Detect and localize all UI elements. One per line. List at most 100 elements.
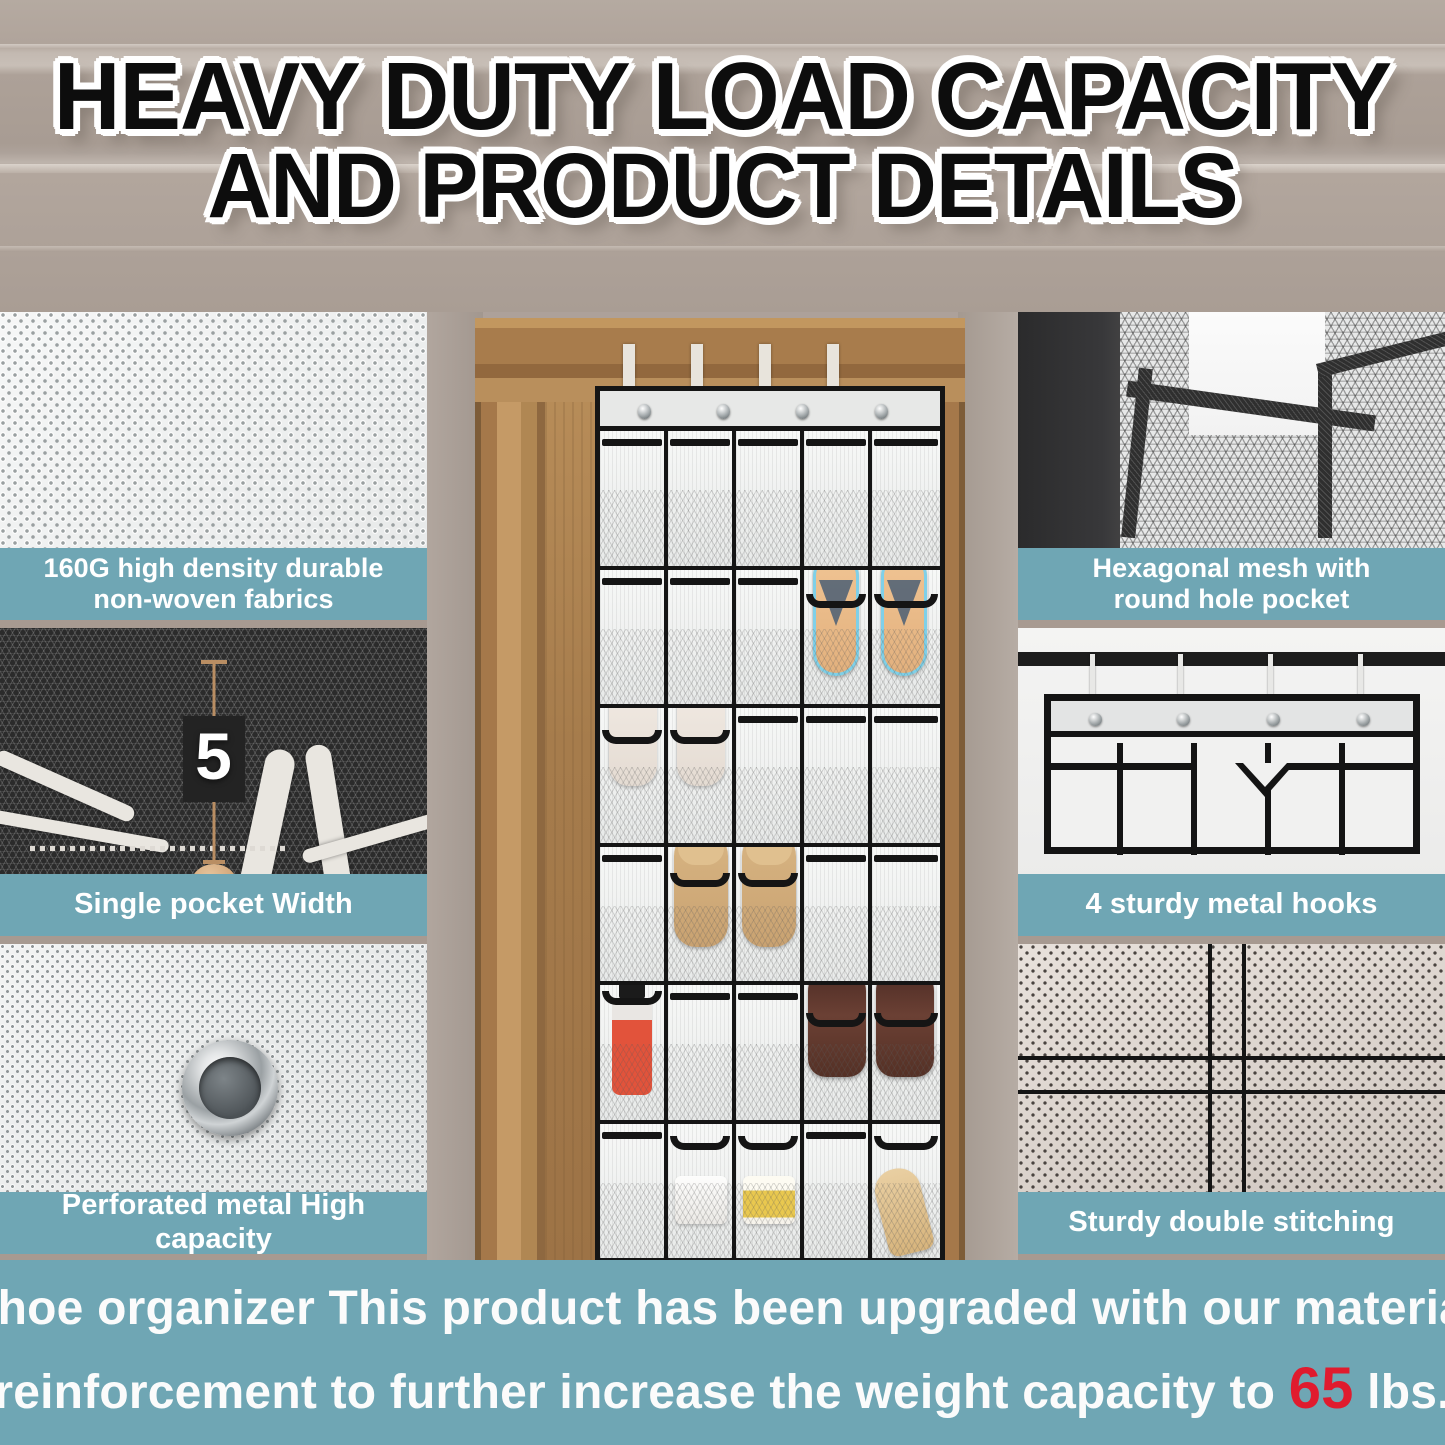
- pocket-cell: [872, 846, 940, 985]
- caption-hooks-text: 4 sturdy metal hooks: [1085, 888, 1378, 921]
- pocket-cell-fuzzy: [668, 846, 736, 985]
- pocket-cell-jar: [736, 1123, 804, 1260]
- main-product-photo: [427, 312, 1018, 1260]
- metal-grommet-icon: [182, 1040, 278, 1136]
- stitch-vertical: [1242, 944, 1246, 1254]
- organizer-top-panel: [600, 391, 940, 431]
- banner-line-2-after: lbs.: [1353, 1366, 1445, 1419]
- pocket-cell: [668, 985, 736, 1124]
- caption-hex-mesh-line1: Hexagonal mesh with: [1092, 552, 1371, 583]
- header-banner: HEAVY DUTY LOAD CAPACITY AND PRODUCT DET…: [0, 0, 1445, 312]
- pocket-cell-flipflop: [872, 569, 940, 708]
- door-frame: [475, 318, 965, 1260]
- title-line-2: AND PRODUCT DETAILS: [207, 134, 1238, 237]
- grommet-icon: [796, 404, 809, 419]
- item-pump-bottle: [612, 985, 652, 1095]
- pocket-cell: [872, 431, 940, 570]
- page-title: HEAVY DUTY LOAD CAPACITY AND PRODUCT DET…: [29, 48, 1416, 234]
- item-flip-flop: [881, 569, 927, 676]
- pocket-cell: [600, 431, 668, 570]
- pocket-cell: [736, 431, 804, 570]
- stitch-line: [30, 846, 290, 851]
- pocket-width-value: 5: [195, 719, 232, 793]
- shoe-organizer: [595, 386, 945, 1260]
- pocket-cell-flipflop: [804, 569, 872, 708]
- pocket-cell: [600, 569, 668, 708]
- grommet-icon: [1177, 713, 1190, 726]
- organizer-header-panel: [1051, 701, 1413, 737]
- item-cream-jar: [675, 1175, 727, 1224]
- pocket-cell: [872, 708, 940, 847]
- pocket-cell: [804, 1123, 872, 1260]
- binding-tape-vertical: [1318, 366, 1332, 538]
- pocket-divider: [1191, 743, 1197, 855]
- door-top-edge: [1018, 652, 1445, 666]
- feature-tile-pocket-width: 5 Single pocket Width: [0, 628, 427, 936]
- caption-nonwoven-line1: 160G high density durable: [43, 552, 384, 583]
- metal-hook: [691, 344, 703, 396]
- caption-hex-mesh-line2: round hole pocket: [1113, 584, 1350, 614]
- caption-nonwoven: 160G high density durable non-woven fabr…: [0, 548, 427, 620]
- weight-capacity-value: 65: [1288, 1356, 1354, 1421]
- dimension-cap-top: [200, 660, 227, 664]
- pocket-cell-slipper: [668, 708, 736, 847]
- dimension-number-backdrop: [182, 716, 245, 802]
- caption-hex-mesh: Hexagonal mesh with round hole pocket: [1018, 548, 1445, 620]
- grommet-icon: [638, 404, 651, 419]
- pocket-divider: [1339, 743, 1345, 855]
- wall-molding-top: [0, 44, 1445, 49]
- feature-tile-hex-mesh: Hexagonal mesh with round hole pocket: [1018, 312, 1445, 620]
- feature-tile-stitching: Sturdy double stitching: [1018, 944, 1445, 1254]
- metal-hook: [1358, 654, 1363, 702]
- pocket-cell-jar: [668, 1123, 736, 1260]
- pocket-cell: [668, 569, 736, 708]
- caption-stitching: Sturdy double stitching: [1018, 1192, 1445, 1254]
- dimension-cap-bottom: [202, 860, 225, 864]
- pocket-cell: [668, 431, 736, 570]
- metal-hook: [623, 344, 635, 396]
- banner-line-1: Shoe organizer This product has been upg…: [0, 1282, 1445, 1335]
- item-slipper: [677, 708, 725, 786]
- wall-left: [427, 312, 483, 1260]
- pocket-cell: [804, 846, 872, 985]
- item-dress-shoe: [876, 985, 934, 1077]
- pocket-grid: [600, 431, 940, 1260]
- grommet-icon: [1357, 713, 1370, 726]
- left-feature-column: 160G high density durable non-woven fabr…: [0, 312, 427, 1260]
- title-line-1: HEAVY DUTY LOAD CAPACITY: [53, 43, 1392, 150]
- caption-grommet-text: Perforated metal High capacity: [61, 1189, 366, 1254]
- feature-tile-nonwoven: 160G high density durable non-woven fabr…: [0, 312, 427, 620]
- caption-nonwoven-line2: non-woven fabrics: [93, 584, 334, 614]
- pocket-divider: [1265, 743, 1271, 855]
- wall-right: [958, 312, 1018, 1260]
- bottom-banner: Shoe organizer This product has been upg…: [0, 1260, 1445, 1445]
- pocket-cell: [804, 708, 872, 847]
- item-flip-flop: [813, 569, 859, 676]
- pocket-cell: [736, 985, 804, 1124]
- caption-grommet: Perforated metal High capacity: [0, 1189, 427, 1254]
- metal-hook: [1268, 654, 1273, 702]
- pocket-cell: [600, 1123, 668, 1260]
- pocket-lip: [1341, 763, 1413, 770]
- grommet-icon: [1267, 713, 1280, 726]
- stitch-horizontal: [1018, 1090, 1445, 1094]
- caption-pocket-width-text: Single pocket Width: [74, 888, 353, 921]
- item-yellow-jar: [743, 1175, 795, 1224]
- pocket-cell-fuzzy: [736, 846, 804, 985]
- banner-line-2-before: reinforcement to further increase the we…: [0, 1366, 1289, 1419]
- pocket-cell-shoe: [804, 985, 872, 1124]
- item-dress-shoe: [808, 985, 866, 1077]
- feature-tile-hooks: 4 sturdy metal hooks: [1018, 628, 1445, 936]
- item-fuzzy-slipper: [742, 846, 796, 947]
- pocket-lip-v-inner: [1243, 763, 1287, 787]
- pocket-cell: [736, 569, 804, 708]
- item-slipper: [609, 708, 657, 786]
- pocket-cell-brush: [872, 1123, 940, 1260]
- pocket-cell-bottle: [600, 985, 668, 1124]
- wall-molding-mid: [0, 164, 1445, 173]
- feature-tile-grommet: Perforated metal High capacity: [0, 944, 427, 1254]
- right-feature-column: Hexagonal mesh with round hole pocket: [1018, 312, 1445, 1260]
- pocket-lip: [1267, 763, 1339, 770]
- pocket-cell-slipper: [600, 708, 668, 847]
